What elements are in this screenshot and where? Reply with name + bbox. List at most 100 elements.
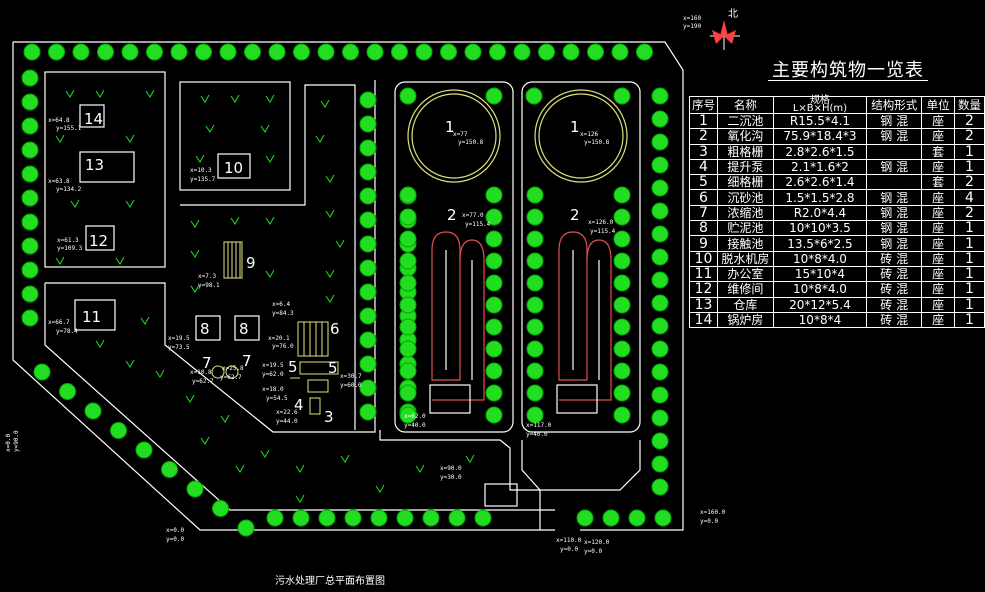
tree	[23, 43, 41, 61]
coord-x: x=7.3	[198, 273, 216, 280]
tree	[244, 43, 261, 61]
tree	[602, 509, 620, 527]
tree	[651, 156, 669, 174]
cell-no: 2	[689, 128, 718, 145]
coord-y: y=0.0	[166, 536, 184, 543]
clarifier-a-outer	[407, 89, 501, 183]
coord-x: x=110.0	[556, 537, 582, 544]
cell-qty: 1	[953, 143, 985, 160]
gate-house	[484, 483, 518, 507]
grass-mark	[315, 134, 325, 143]
cell-no: 11	[689, 265, 718, 283]
label-14: 14	[84, 110, 103, 128]
label-7b: 7	[242, 352, 252, 370]
coord-x: x=20.1	[268, 335, 290, 342]
building-8b	[234, 315, 260, 341]
tree	[399, 318, 417, 336]
tree	[399, 230, 417, 248]
tree	[485, 186, 503, 204]
cell-struct: 钢 混	[866, 128, 923, 145]
cell-spec: 10*8*4	[772, 311, 868, 329]
label-clarifier-b: 1	[570, 118, 580, 136]
tree	[415, 43, 433, 61]
cell-qty: 1	[953, 235, 985, 252]
tree	[268, 43, 286, 61]
tree	[526, 406, 544, 424]
cell-unit: 座	[921, 250, 955, 267]
label-ditch-a: 2	[447, 206, 457, 224]
tree	[464, 43, 482, 61]
coord-y: y=190	[683, 23, 701, 30]
tree	[370, 509, 388, 527]
tree	[359, 115, 377, 133]
road-inner-bottom	[44, 283, 555, 511]
grass-mark	[125, 134, 135, 143]
clarifier-b-inner	[538, 93, 624, 179]
coord-y: y=40.0	[526, 431, 548, 438]
coord-y: y=109.3	[57, 245, 83, 252]
tree	[526, 208, 544, 226]
tree	[538, 43, 555, 61]
building-13	[79, 151, 135, 183]
cell-struct: 钢 混	[866, 112, 923, 130]
coordinate-labels: x=160 y=190 x=64.8 y=155.1 x=63.8 y=134.…	[5, 15, 726, 555]
tree	[613, 406, 631, 424]
cell-spec: R15.5*4.1	[772, 112, 868, 130]
tree	[359, 259, 377, 277]
coord-y: y=115.4	[465, 221, 491, 228]
coord-y: y=40.0	[404, 422, 426, 429]
tree	[613, 274, 631, 292]
label-3: 3	[324, 408, 334, 426]
grass-mark	[190, 249, 200, 258]
tree	[613, 340, 631, 358]
tree	[359, 355, 377, 373]
grass-mark	[125, 199, 135, 208]
cell-struct	[866, 174, 923, 191]
cell-unit: 座	[921, 281, 955, 298]
tree	[651, 110, 669, 128]
tree	[186, 480, 204, 498]
tree	[110, 422, 127, 439]
tree	[359, 379, 377, 397]
grass-mark	[320, 99, 330, 108]
grass-mark	[465, 454, 475, 463]
grass-group	[55, 89, 475, 503]
cell-no: 9	[689, 235, 718, 252]
cell-name: 接触池	[717, 235, 774, 252]
tree	[359, 307, 377, 325]
grass-mark	[260, 124, 270, 133]
tree	[21, 309, 39, 327]
tree	[651, 271, 669, 289]
cell-no: 4	[689, 158, 718, 176]
tree	[317, 43, 335, 61]
tree	[48, 43, 65, 61]
tree	[651, 133, 669, 151]
grass-mark	[155, 369, 165, 378]
coord-x: x=62.0	[404, 413, 426, 420]
tree	[613, 208, 631, 226]
tree	[21, 189, 39, 207]
tree	[651, 455, 669, 473]
cell-unit: 座	[921, 112, 955, 130]
tree	[526, 362, 544, 380]
spec-unit: L×B×H(m)	[792, 103, 848, 114]
coord-y: y=150.8	[584, 139, 610, 146]
coord-y: y=135.7	[190, 176, 216, 183]
grass-mark	[55, 134, 65, 143]
cell-qty: 2	[953, 204, 985, 222]
grass-mark	[55, 256, 65, 265]
cell-spec: R2.0*4.4	[772, 204, 868, 222]
coord-x: x=10.3	[190, 167, 212, 174]
cell-spec: 10*8*4.0	[772, 281, 868, 298]
cell-name: 粗格栅	[717, 143, 774, 160]
building-labels: 14 13 12 11 10 9 8 8 7 7 6 5 5 4 3 1 1 2…	[82, 110, 580, 426]
cell-unit: 套	[921, 143, 955, 160]
grass-mark	[230, 94, 240, 103]
cell-no: 8	[689, 220, 718, 237]
tree	[651, 340, 669, 358]
tree	[562, 43, 580, 61]
grass-mark	[95, 339, 105, 348]
